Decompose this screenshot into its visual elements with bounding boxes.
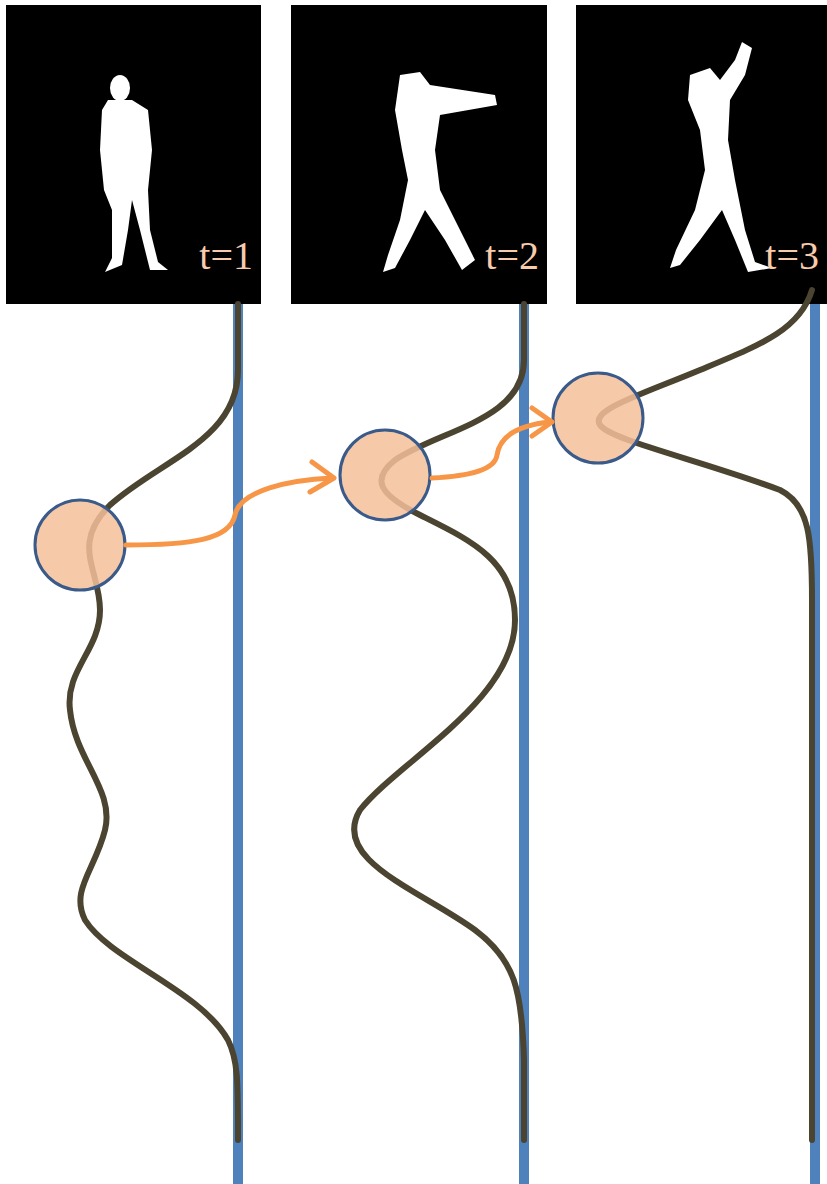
frame-panel: t=1 xyxy=(6,5,261,304)
frame-panel: t=2 xyxy=(291,5,547,304)
sample-circle xyxy=(35,373,643,590)
panel-ground xyxy=(576,5,827,304)
frame-panel: t=3 xyxy=(576,5,827,304)
axis xyxy=(233,304,820,1184)
time-label: t=2 xyxy=(485,236,539,276)
time-label: t=3 xyxy=(765,236,819,276)
density-curve xyxy=(70,290,812,1140)
transition-arrow xyxy=(126,408,552,545)
panel-ground xyxy=(291,5,547,304)
panel-ground xyxy=(6,5,261,304)
time-label: t=1 xyxy=(199,236,253,276)
